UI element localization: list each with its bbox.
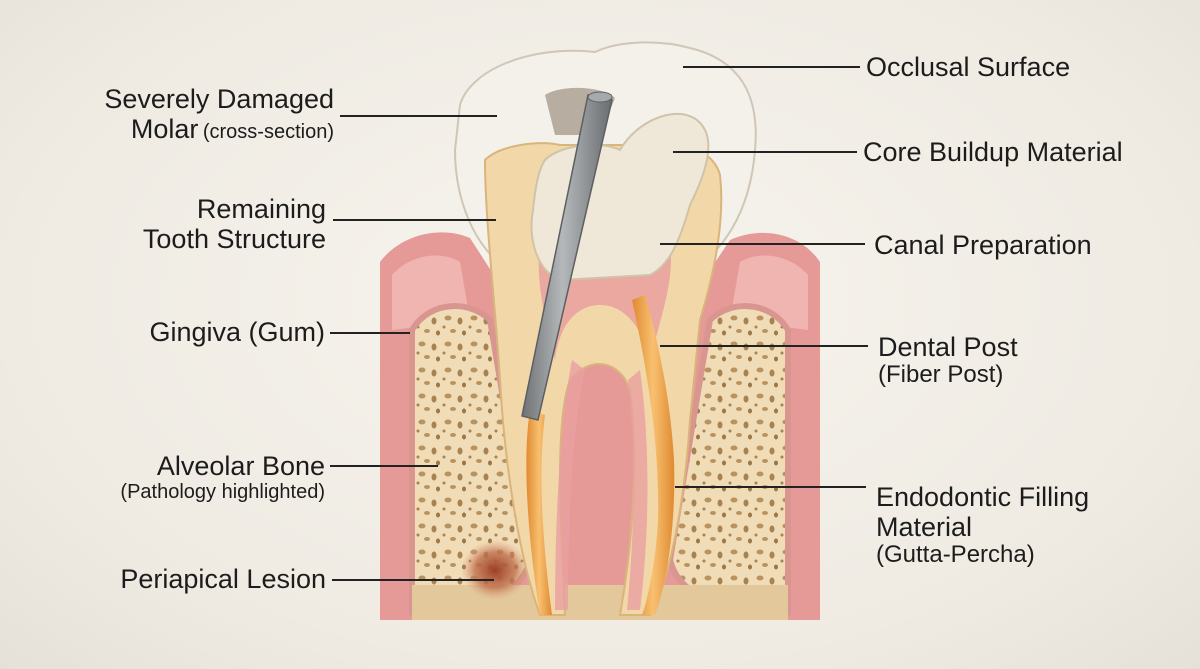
molar [453, 41, 757, 616]
label-gingiva: Gingiva (Gum) [149, 317, 325, 347]
label-remaining-tooth-structure: Remaining Tooth Structure [142, 194, 326, 255]
jaw-block [380, 232, 820, 620]
gutta-percha-left [526, 410, 552, 615]
label-periapical-lesion: Periapical Lesion [120, 564, 326, 594]
periapical-lesion-area [461, 540, 529, 600]
label-core-buildup: Core Buildup Material [863, 137, 1123, 167]
label-severely-damaged-molar: Severely Damaged Molar (cross-section) [104, 84, 334, 145]
leader-lines [330, 66, 868, 581]
label-dental-post: Dental Post (Fiber Post) [878, 332, 1018, 389]
gutta-percha-right [632, 295, 675, 615]
label-canal-preparation: Canal Preparation [874, 230, 1092, 260]
label-endodontic-filling: Endodontic Filling Material (Gutta-Perch… [876, 482, 1090, 569]
label-alveolar-bone: Alveolar Bone (Pathology highlighted) [120, 451, 325, 504]
label-occlusal-surface: Occlusal Surface [866, 52, 1071, 82]
